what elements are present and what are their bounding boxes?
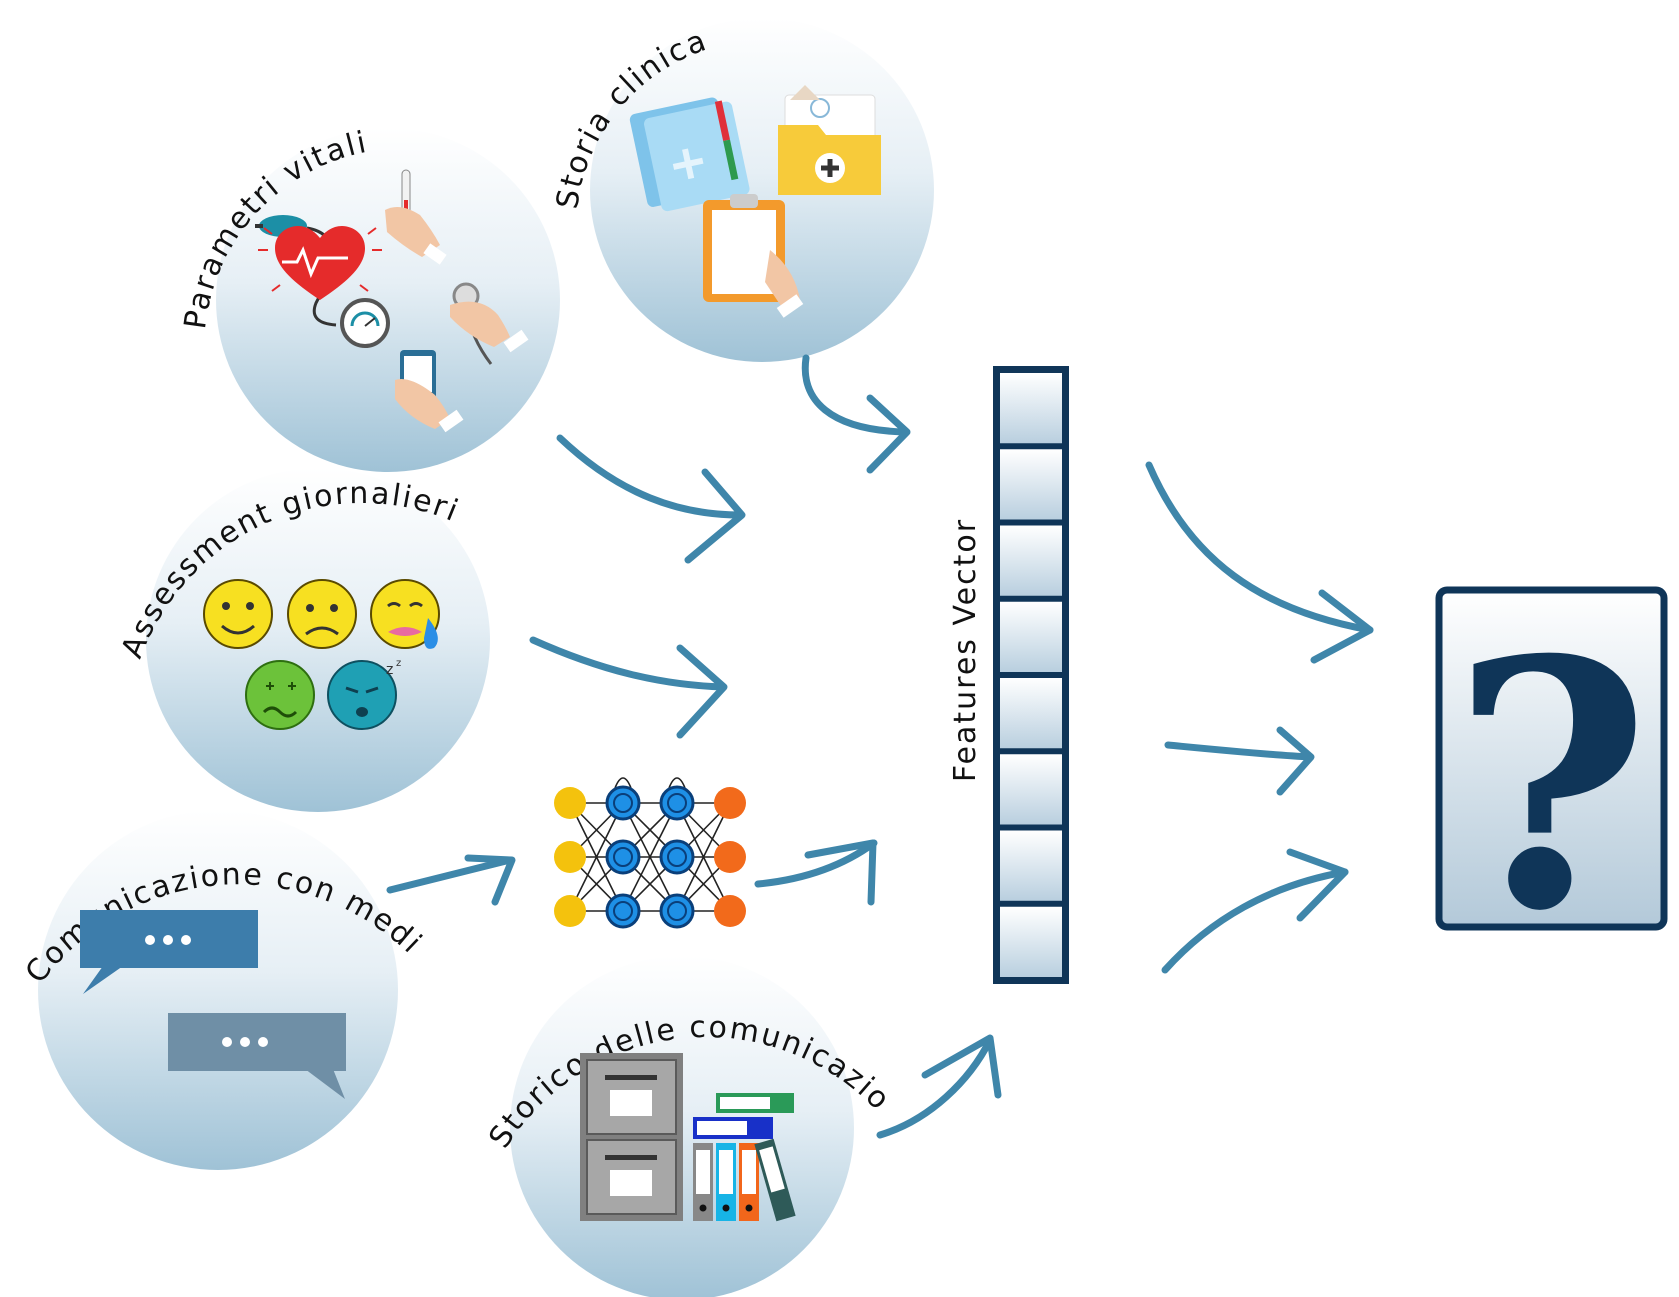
feature-vector-cell: [1000, 525, 1062, 596]
source-storia-clinica: Storia clinica: [550, 18, 934, 362]
arrow-assessment-to-vector: [529, 636, 728, 739]
source-parametri-vitali: Parametri vitali: [178, 125, 560, 472]
feature-vector-cell: [1000, 601, 1062, 672]
nn-input-node: [554, 895, 586, 927]
feature-vector-label: Features Vector: [948, 518, 983, 782]
nn-output-node: [714, 841, 746, 873]
nn-output-node: [714, 895, 746, 927]
arrow-nn-to-vector: [754, 839, 878, 906]
nn-hidden-node: [659, 839, 695, 875]
feature-vector-cell: [1000, 830, 1062, 901]
feature-vector-cell: [1000, 754, 1062, 825]
feature-vector: Features Vector: [948, 366, 1069, 984]
nn-connections: [569, 777, 731, 912]
vital-signs-icon: [255, 169, 529, 433]
arrow-storia-to-vector: [801, 354, 911, 474]
nn-hidden-node: [605, 839, 641, 875]
neural-network-icon: [554, 777, 746, 929]
chat-bubbles-icon: [80, 910, 346, 1099]
output-unknown: ?: [1435, 586, 1668, 986]
emoji-faces-icon: z z: [203, 579, 440, 730]
arrow-comunicazione-to-nn: [386, 854, 516, 906]
svg-text:z: z: [386, 662, 393, 678]
arrow-parametri-to-vector: [556, 434, 746, 564]
source-assessment-giornalieri: Assessment giornalieri z z: [115, 468, 490, 812]
nn-input-node: [554, 841, 586, 873]
output-box: [1435, 586, 1668, 931]
source-circle: [216, 128, 560, 472]
question-mark-icon: ?: [1451, 587, 1650, 986]
feature-vector-cell: [1000, 373, 1062, 444]
feature-vector-cell: [1000, 449, 1062, 520]
arrow-storico-to-vector: [876, 1034, 1002, 1139]
source-circle: [38, 810, 398, 1170]
flow-arrows: [386, 354, 1374, 1139]
nn-hidden-node: [605, 893, 641, 929]
nn-input-node: [554, 787, 586, 819]
arrow-vector-to-output-top: [1145, 461, 1374, 664]
arrow-vector-to-output-mid: [1164, 726, 1315, 796]
svg-text:z: z: [396, 658, 401, 669]
feature-vector-cell: [1000, 906, 1062, 977]
arrow-vector-to-output-bottom: [1161, 848, 1349, 974]
nn-hidden-node: [659, 893, 695, 929]
nn-hidden-node: [605, 785, 641, 821]
nn-hidden-node: [659, 785, 695, 821]
medical-records-icon: [629, 85, 881, 318]
feature-vector-cell: [1000, 678, 1062, 749]
archive-cabinet-icon: [580, 1053, 796, 1222]
nn-output-node: [714, 787, 746, 819]
